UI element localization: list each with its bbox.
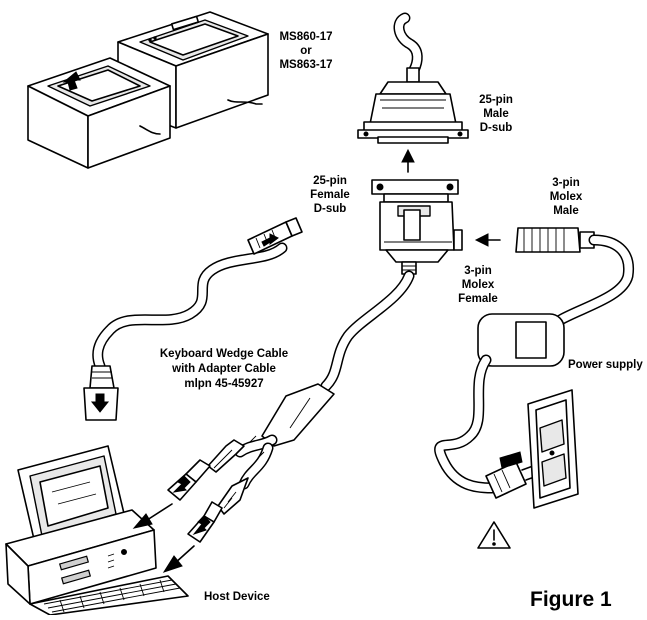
molex-male-text-2: Molex: [550, 191, 583, 203]
molex-male-connector: [515, 227, 635, 336]
molex-female-text-1: 3-pin: [464, 265, 491, 277]
female-dsub-text-1: 25-pin: [313, 175, 347, 187]
female-dsub-connector: [371, 179, 463, 275]
female-dsub-text-3: D-sub: [314, 203, 347, 215]
cable-label: Keyboard Wedge Cable with Adapter Cable …: [160, 348, 288, 390]
keyboard-wedge-cable: [83, 217, 415, 543]
warning-icon: [477, 521, 511, 549]
scanner-ms860-illustration: [27, 11, 269, 169]
male-dsub-connector: [357, 12, 469, 144]
male-dsub-text-2: Male: [483, 108, 509, 120]
male-dsub-label: 25-pin Male D-sub: [479, 94, 513, 134]
cable-text-1: Keyboard Wedge Cable: [160, 348, 288, 360]
cable-text-2: with Adapter Cable: [171, 363, 276, 375]
power-supply-brick: [434, 313, 565, 499]
power-supply-label: Power supply: [568, 359, 643, 371]
male-dsub-text-1: 25-pin: [479, 94, 513, 106]
cable-text-3: mlpn 45-45927: [184, 378, 263, 390]
host-computer-illustration: [5, 445, 189, 616]
figure-caption: Figure 1: [530, 588, 612, 611]
molex-female-label: 3-pin Molex Female: [458, 265, 498, 305]
host-arrows: [132, 503, 195, 573]
scanner-model-text-or: or: [300, 45, 312, 57]
host-device-label: Host Device: [204, 591, 270, 603]
female-dsub-text-2: Female: [310, 189, 350, 201]
molex-female-text-2: Molex: [462, 279, 495, 291]
molex-male-text-1: 3-pin: [552, 177, 579, 189]
male-dsub-text-3: D-sub: [480, 122, 513, 134]
wall-outlet: [527, 389, 579, 509]
arrow-up: [401, 148, 415, 173]
arrow-left: [474, 233, 501, 247]
molex-female-text-3: Female: [458, 293, 498, 305]
scanner-model-text-2: MS863-17: [279, 59, 332, 71]
molex-male-text-3: Male: [553, 205, 579, 217]
female-dsub-label: 25-pin Female D-sub: [310, 175, 350, 215]
scanner-model-text-1: MS860-17: [279, 31, 332, 43]
scanner-model-label: MS860-17 or MS863-17: [279, 31, 332, 71]
molex-male-label: 3-pin Molex Male: [550, 177, 583, 217]
